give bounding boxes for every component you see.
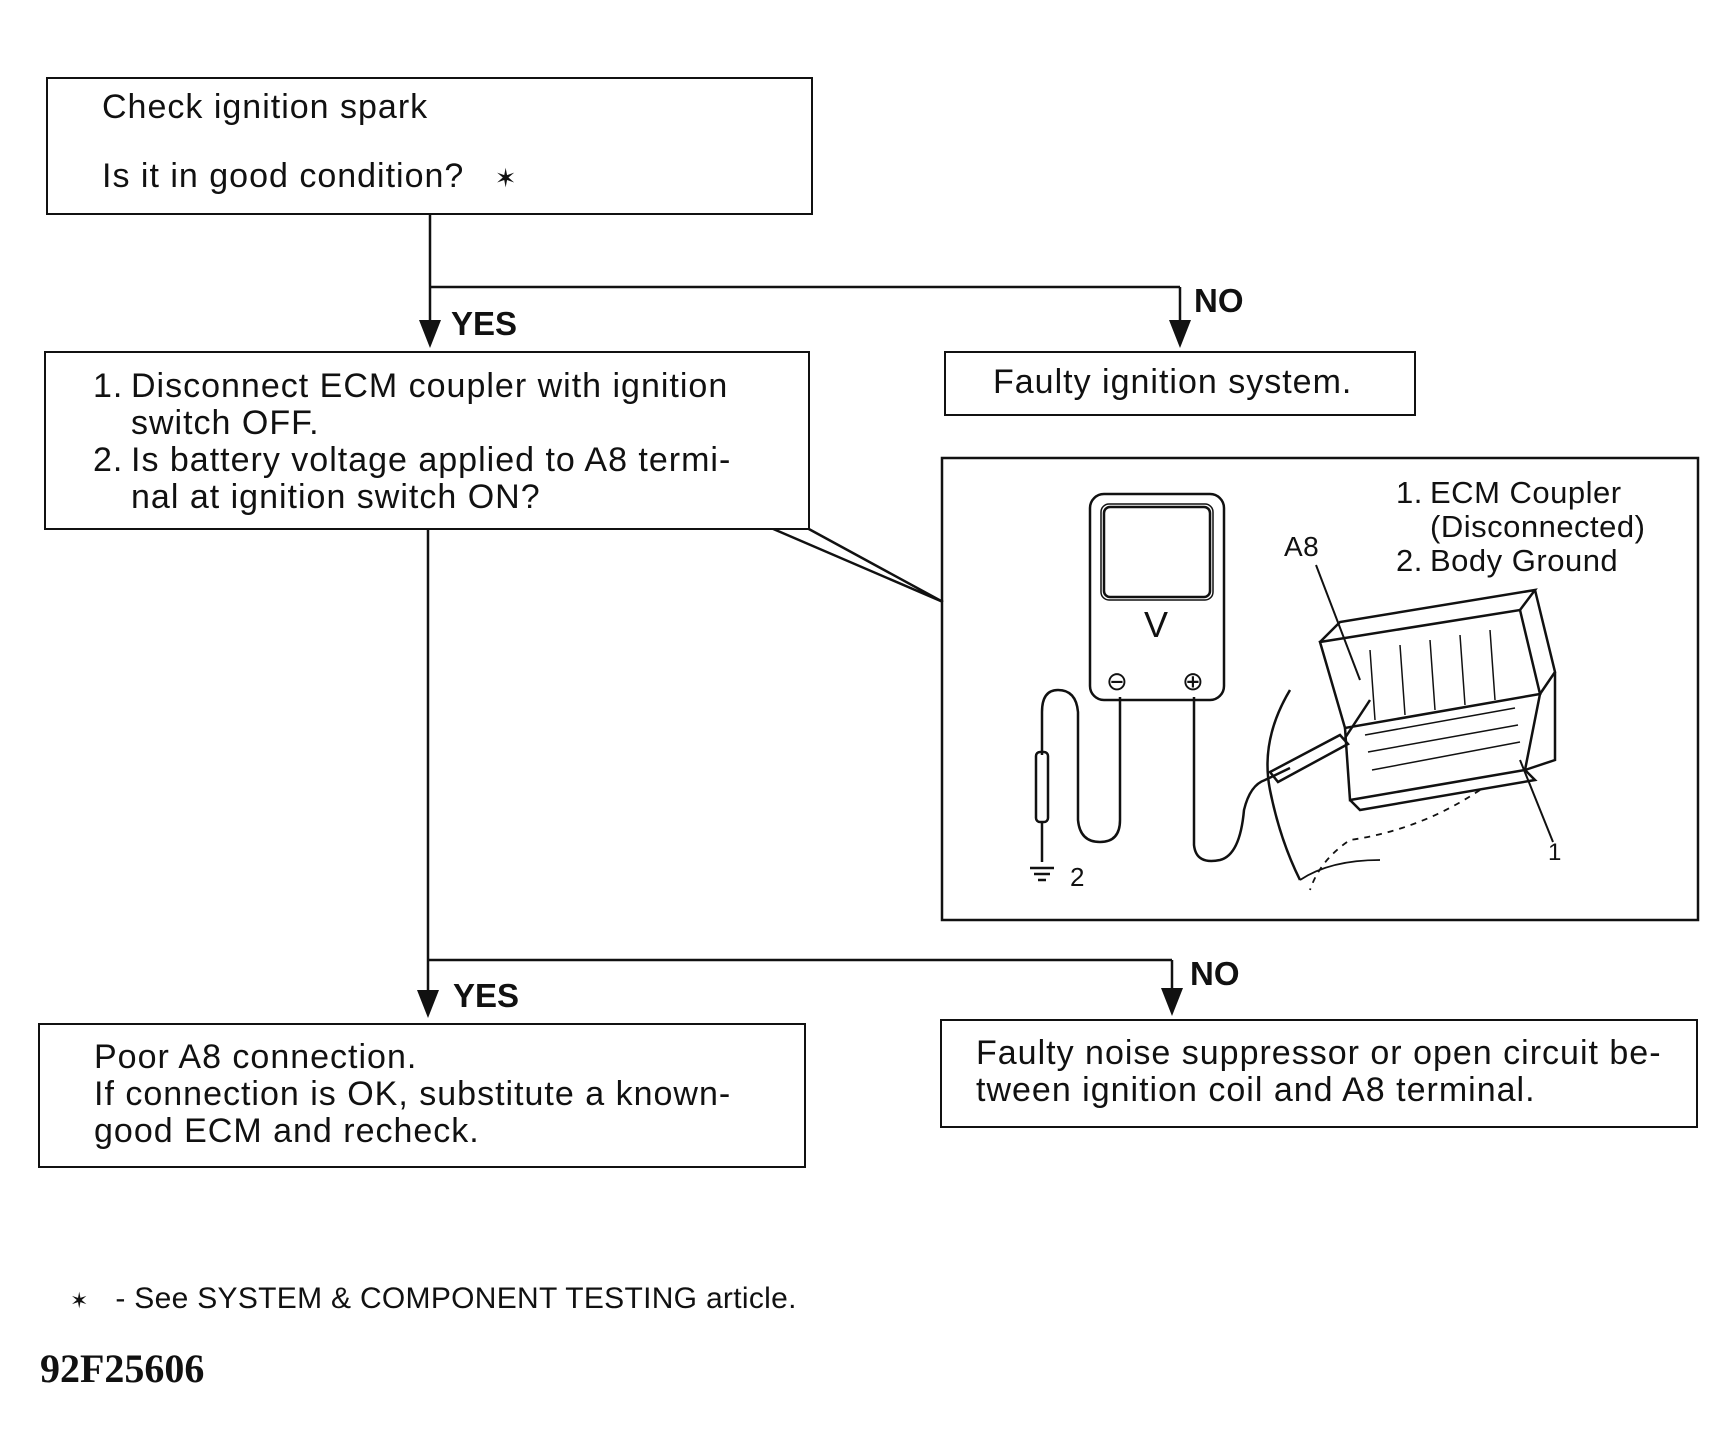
step-number: 1.: [93, 367, 124, 405]
footnote-text: - See SYSTEM & COMPONENT TESTING article…: [115, 1282, 797, 1315]
poor-a8-line: Poor A8 connection.: [94, 1038, 418, 1076]
asterisk-mark-icon: ✶: [70, 1288, 89, 1313]
box2-step-2: 2. Is battery voltage applied to A8 term…: [93, 442, 808, 516]
legend-item-1: 1. ECM Coupler (Disconnected): [1396, 476, 1645, 544]
meter-voltage-symbol: V: [1144, 604, 1169, 645]
legend-text: (Disconnected): [1430, 509, 1646, 544]
figure-id: 92F25606: [40, 1346, 205, 1391]
callout-pointer: [770, 526, 944, 604]
faulty-ignition-box: Faulty ignition system.: [944, 351, 1416, 416]
faulty-noise-line: tween ignition coil and A8 terminal.: [976, 1071, 1536, 1109]
step-text: switch OFF.: [131, 404, 320, 442]
legend-item-2: 2. Body Ground: [1396, 544, 1645, 578]
footnote: ✶ - See SYSTEM & COMPONENT TESTING artic…: [70, 1282, 797, 1316]
terminal-a8-label: A8: [1284, 531, 1320, 562]
leader-a8: [1315, 564, 1361, 681]
poor-a8-line: If connection is OK, substitute a known-: [94, 1075, 732, 1113]
legend-text: ECM Coupler: [1430, 475, 1622, 510]
arrow-yes-2: [417, 990, 439, 1018]
disconnect-ecm-box: 1. Disconnect ECM coupler with ignition …: [44, 351, 810, 530]
box1-line1: Check ignition spark: [102, 88, 429, 126]
ecm-coupler-icon: [1266, 588, 1557, 891]
arrow-no-2: [1161, 988, 1183, 1016]
leader-1: [1519, 759, 1554, 843]
step-text: nal at ignition switch ON?: [131, 478, 541, 516]
faulty-noise-suppressor-box: Faulty noise suppressor or open circuit …: [940, 1019, 1698, 1128]
legend-num: 2.: [1396, 543, 1423, 578]
callout-2: 2: [1070, 862, 1085, 892]
legend-num: 1.: [1396, 475, 1423, 510]
no-label-1: NO: [1194, 282, 1244, 319]
step-text: Is battery voltage applied to A8 termi-: [131, 441, 732, 479]
arrow-no-1: [1169, 320, 1191, 348]
callout-1: 1: [1548, 839, 1562, 866]
poor-a8-line: good ECM and recheck.: [94, 1112, 480, 1150]
step-number: 2.: [93, 441, 124, 479]
no-label-2: NO: [1190, 955, 1240, 992]
meter-plus-icon: ⊕: [1182, 666, 1205, 696]
faulty-noise-line: Faulty noise suppressor or open circuit …: [976, 1034, 1662, 1072]
box1-line2: Is it in good condition?: [102, 157, 465, 195]
illustration-frame: [940, 456, 1700, 922]
asterisk-mark-icon: ✶: [494, 163, 518, 193]
faulty-ignition-text: Faulty ignition system.: [993, 363, 1353, 401]
yes-label-1: YES: [451, 305, 518, 342]
arrow-yes-1: [419, 320, 441, 348]
box2-steps: 1. Disconnect ECM coupler with ignition …: [93, 368, 808, 516]
legend-text: Body Ground: [1430, 543, 1619, 578]
step-text: Disconnect ECM coupler with ignition: [131, 367, 729, 405]
poor-a8-connection-box: Poor A8 connection. If connection is OK,…: [38, 1023, 806, 1168]
check-ignition-spark-box: Check ignition spark Is it in good condi…: [46, 77, 813, 215]
box2-step-1: 1. Disconnect ECM coupler with ignition …: [93, 368, 808, 442]
illustration-legend: 1. ECM Coupler (Disconnected) 2. Body Gr…: [1396, 476, 1645, 578]
voltmeter-icon: [1030, 492, 1372, 882]
yes-label-2: YES: [453, 977, 520, 1014]
meter-minus-icon: ⊖: [1106, 666, 1129, 696]
